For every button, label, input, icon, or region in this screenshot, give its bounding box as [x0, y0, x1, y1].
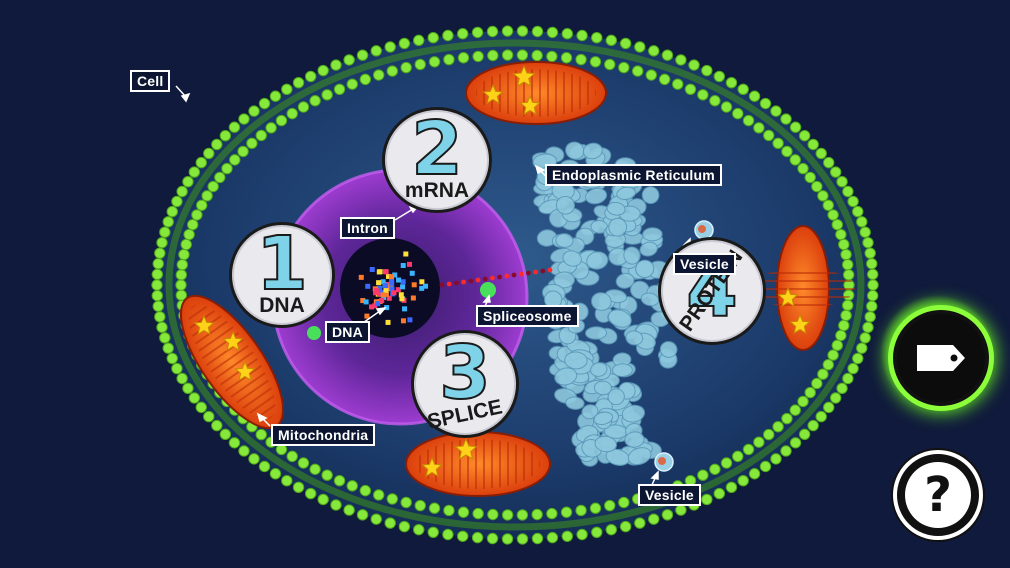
stage-3-number: 3 — [438, 330, 491, 416]
stage-2-mrna-button[interactable]: 2 mRNA — [382, 107, 492, 213]
stage-3-splice-button[interactable]: 3 SPLICE — [411, 330, 519, 438]
mitochondrion-top — [465, 61, 607, 125]
mitochondrion-bottom — [405, 431, 551, 497]
label-vesicle-bottom: Vesicle — [638, 484, 701, 506]
endoplasmic-reticulum — [531, 141, 680, 467]
question-icon: ? — [924, 467, 952, 523]
mrna-strand — [439, 267, 553, 288]
label-mitochondria: Mitochondria — [271, 424, 376, 446]
vesicle-bottom-object — [654, 452, 674, 472]
label-dna: DNA — [325, 321, 370, 343]
help-button-face: ? — [905, 462, 971, 528]
label-intron: Intron — [340, 217, 395, 239]
vesicle-top-object — [694, 220, 714, 240]
help-button[interactable]: ? — [893, 450, 983, 540]
tag-icon — [917, 345, 965, 371]
mitochondrion-right — [751, 225, 855, 351]
label-vesicle-top: Vesicle — [673, 253, 736, 275]
stage-3-label: SPLICE — [425, 395, 505, 434]
label-endoplasmic-reticulum: Endoplasmic Reticulum — [545, 164, 722, 186]
spliceosome-particle — [480, 282, 496, 298]
stage-1-label: DNA — [259, 294, 305, 317]
dna-particle — [307, 326, 321, 340]
stage-2-number: 2 — [410, 106, 463, 192]
tag-button[interactable] — [893, 310, 989, 406]
stage-1-dna-button[interactable]: 1 DNA — [229, 222, 335, 328]
label-cell: Cell — [130, 70, 171, 92]
stage-1-number: 1 — [255, 221, 308, 307]
dna-strands — [358, 251, 429, 325]
label-spliceosome: Spliceosome — [476, 305, 579, 327]
stage-2-label: mRNA — [404, 179, 470, 202]
